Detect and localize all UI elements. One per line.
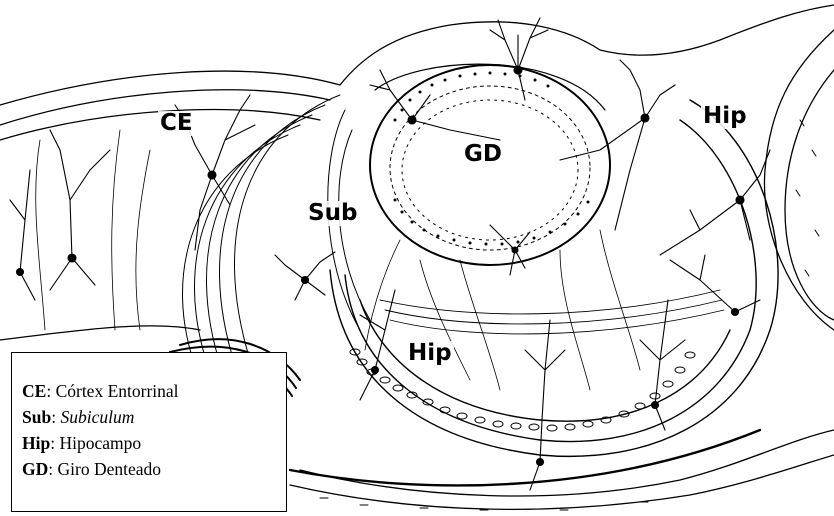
legend-separator: : (46, 381, 55, 401)
neuron-left-2 (10, 170, 35, 300)
edge-stipple (320, 120, 819, 510)
legend-desc: Córtex Entorrinal (56, 381, 179, 401)
neuron-ca-4 (670, 255, 760, 316)
legend-desc: Hipocampo (59, 433, 141, 453)
legend-desc: Subiculum (60, 407, 134, 427)
neuron-hip-right (660, 150, 770, 255)
legend-box: CE: Córtex Entorrinal Sub: Subiculum Hip… (11, 352, 287, 512)
pyramidal-cell-row (350, 349, 695, 431)
label-hip-upper: Hip (701, 104, 749, 129)
label-gd: GD (462, 142, 504, 167)
legend-abbr: Hip (22, 433, 50, 453)
neuron-hip-upper (560, 60, 675, 230)
legend-desc: Giro Denteado (58, 459, 162, 479)
axon-fibres (36, 130, 640, 390)
legend-abbr: CE (22, 381, 46, 401)
legend-row-ce: CE: Córtex Entorrinal (22, 381, 286, 407)
legend-abbr: Sub (22, 407, 51, 427)
legend-separator: : (48, 459, 57, 479)
neuron-dg-bottom (490, 225, 530, 275)
legend-abbr: GD (22, 459, 48, 479)
neuron-dg-top (490, 18, 548, 100)
label-sub: Sub (306, 201, 359, 226)
ammons-horn (330, 100, 778, 456)
fiber-arcs (182, 95, 370, 374)
legend-row-hip: Hip: Hipocampo (22, 433, 286, 459)
neuron-left-1 (50, 130, 110, 290)
neuron-sub (275, 252, 335, 300)
label-hip-lower: Hip (406, 341, 454, 366)
legend-row-gd: GD: Giro Denteado (22, 459, 286, 485)
label-ce: CE (158, 111, 195, 136)
neuron-ca-2 (525, 320, 565, 490)
legend-row-sub: Sub: Subiculum (22, 407, 286, 433)
